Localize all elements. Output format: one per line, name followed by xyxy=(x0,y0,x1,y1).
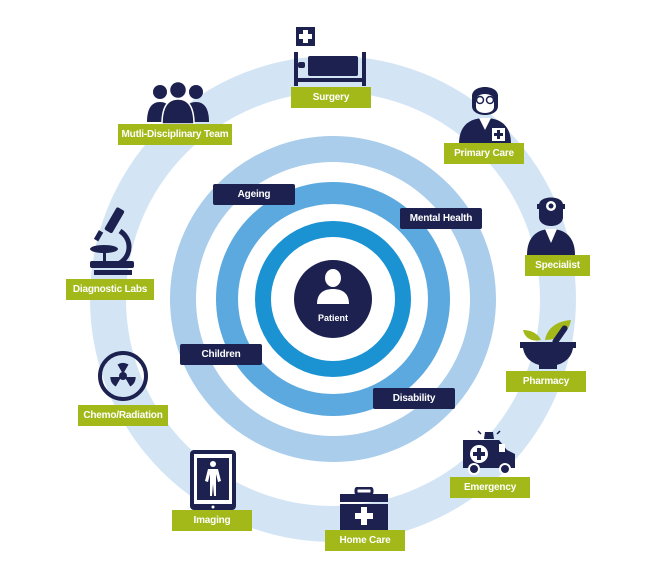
doctor-icon xyxy=(459,87,511,144)
medical-case-icon xyxy=(340,487,388,530)
service-label-surgery: Surgery xyxy=(291,87,371,108)
microscope-icon xyxy=(90,207,134,275)
specialist-doctor-icon xyxy=(527,197,575,255)
service-label-primary-care: Primary Care xyxy=(444,143,524,164)
service-label-specialist: Specialist xyxy=(525,255,590,276)
xray-tablet-icon xyxy=(190,450,236,510)
group-icon xyxy=(147,80,209,124)
ambulance-icon xyxy=(463,430,515,475)
radiation-icon xyxy=(98,351,148,401)
center-label: Patient xyxy=(317,313,348,323)
service-label-multidisciplinary-team: Mutli-Disciplinary Team xyxy=(118,124,232,145)
inner-label-children: Children xyxy=(180,344,262,365)
service-label-pharmacy: Pharmacy xyxy=(506,371,586,392)
service-label-chemo-radiation: Chemo/Radiation xyxy=(78,405,168,426)
service-label-home-care: Home Care xyxy=(325,530,405,551)
service-label-emergency: Emergency xyxy=(450,477,530,498)
middle-ring xyxy=(170,136,496,462)
service-label-imaging: Imaging xyxy=(172,510,252,531)
inner-label-ageing: Ageing xyxy=(213,184,295,205)
mortar-pestle-icon xyxy=(520,320,576,369)
hospital-bed-icon xyxy=(294,27,366,86)
inner-label-disability: Disability xyxy=(373,388,455,409)
service-label-diagnostic-labs: Diagnostic Labs xyxy=(66,279,154,300)
inner-ring xyxy=(216,182,450,416)
inner-label-mental-health: Mental Health xyxy=(400,208,482,229)
core-ring xyxy=(255,221,411,377)
person-bust-icon xyxy=(317,269,349,304)
